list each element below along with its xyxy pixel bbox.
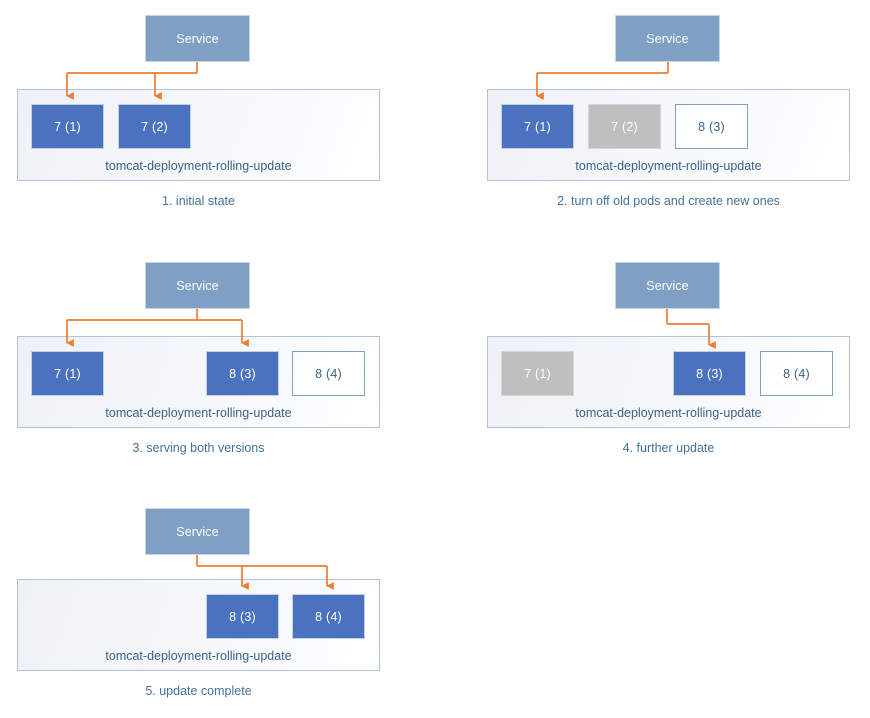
pod-7-1: 7 (1) (501, 104, 574, 149)
pod-8-4: 8 (4) (292, 594, 365, 639)
pod-8-3: 8 (3) (206, 351, 279, 396)
service-box: Service (145, 15, 250, 62)
service-box: Service (615, 15, 720, 62)
pod-7-2: 7 (2) (118, 104, 191, 149)
service-box: Service (145, 508, 250, 555)
panel-caption: 3. serving both versions (132, 441, 265, 455)
pod-8-3: 8 (3) (675, 104, 748, 149)
panel-caption: 4. further update (622, 441, 715, 455)
pod-7-2: 7 (2) (588, 104, 661, 149)
pod-7-1: 7 (1) (31, 351, 104, 396)
pod-7-1: 7 (1) (31, 104, 104, 149)
service-box: Service (615, 262, 720, 309)
panel-caption: 5. update complete (145, 684, 252, 698)
pod-8-3: 8 (3) (206, 594, 279, 639)
pod-8-3: 8 (3) (673, 351, 746, 396)
panel-caption: 2. turn off old pods and create new ones (557, 194, 780, 208)
pod-8-4: 8 (4) (292, 351, 365, 396)
pod-8-4: 8 (4) (760, 351, 833, 396)
deployment-label: tomcat-deployment-rolling-update (105, 406, 292, 420)
deployment-label: tomcat-deployment-rolling-update (575, 406, 762, 420)
deployment-label: tomcat-deployment-rolling-update (105, 649, 292, 663)
deployment-label: tomcat-deployment-rolling-update (575, 159, 762, 173)
pod-7-1: 7 (1) (501, 351, 574, 396)
deployment-label: tomcat-deployment-rolling-update (105, 159, 292, 173)
service-box: Service (145, 262, 250, 309)
panel-caption: 1. initial state (162, 194, 235, 208)
